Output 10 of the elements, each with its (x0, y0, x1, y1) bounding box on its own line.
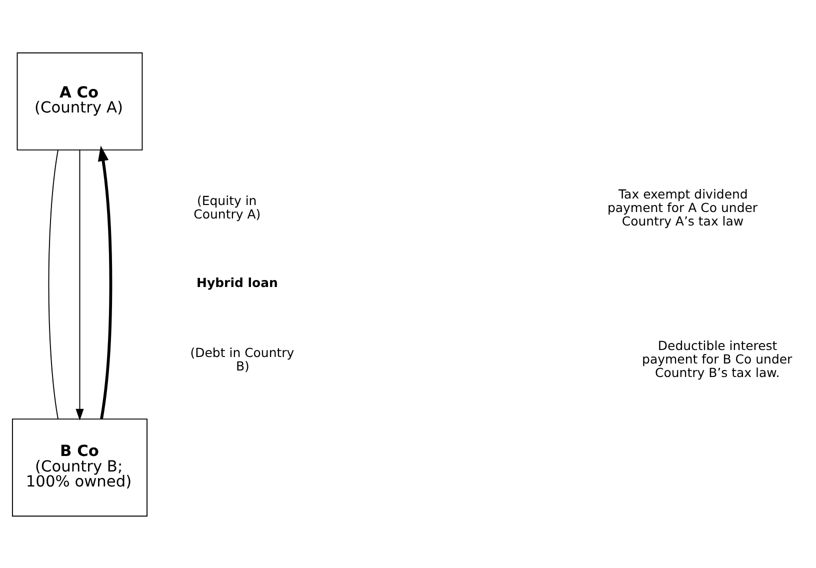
label: Hybrid loan (196, 274, 278, 290)
node-box: A Co (Country A) (16, 52, 143, 150)
label: Deductible interest payment for B Co under Country B’s tax law. (642, 338, 792, 380)
label: (Debt in Country B) (190, 344, 294, 373)
arrow (76, 149, 84, 420)
connector (48, 149, 58, 419)
label: (Equity in Country A) (194, 192, 261, 222)
arrow (98, 145, 112, 419)
label: Tax exempt dividend payment for A Co under Country A’s tax law (607, 186, 758, 228)
node-box: B Co (Country B; 100% owned) (12, 418, 148, 516)
